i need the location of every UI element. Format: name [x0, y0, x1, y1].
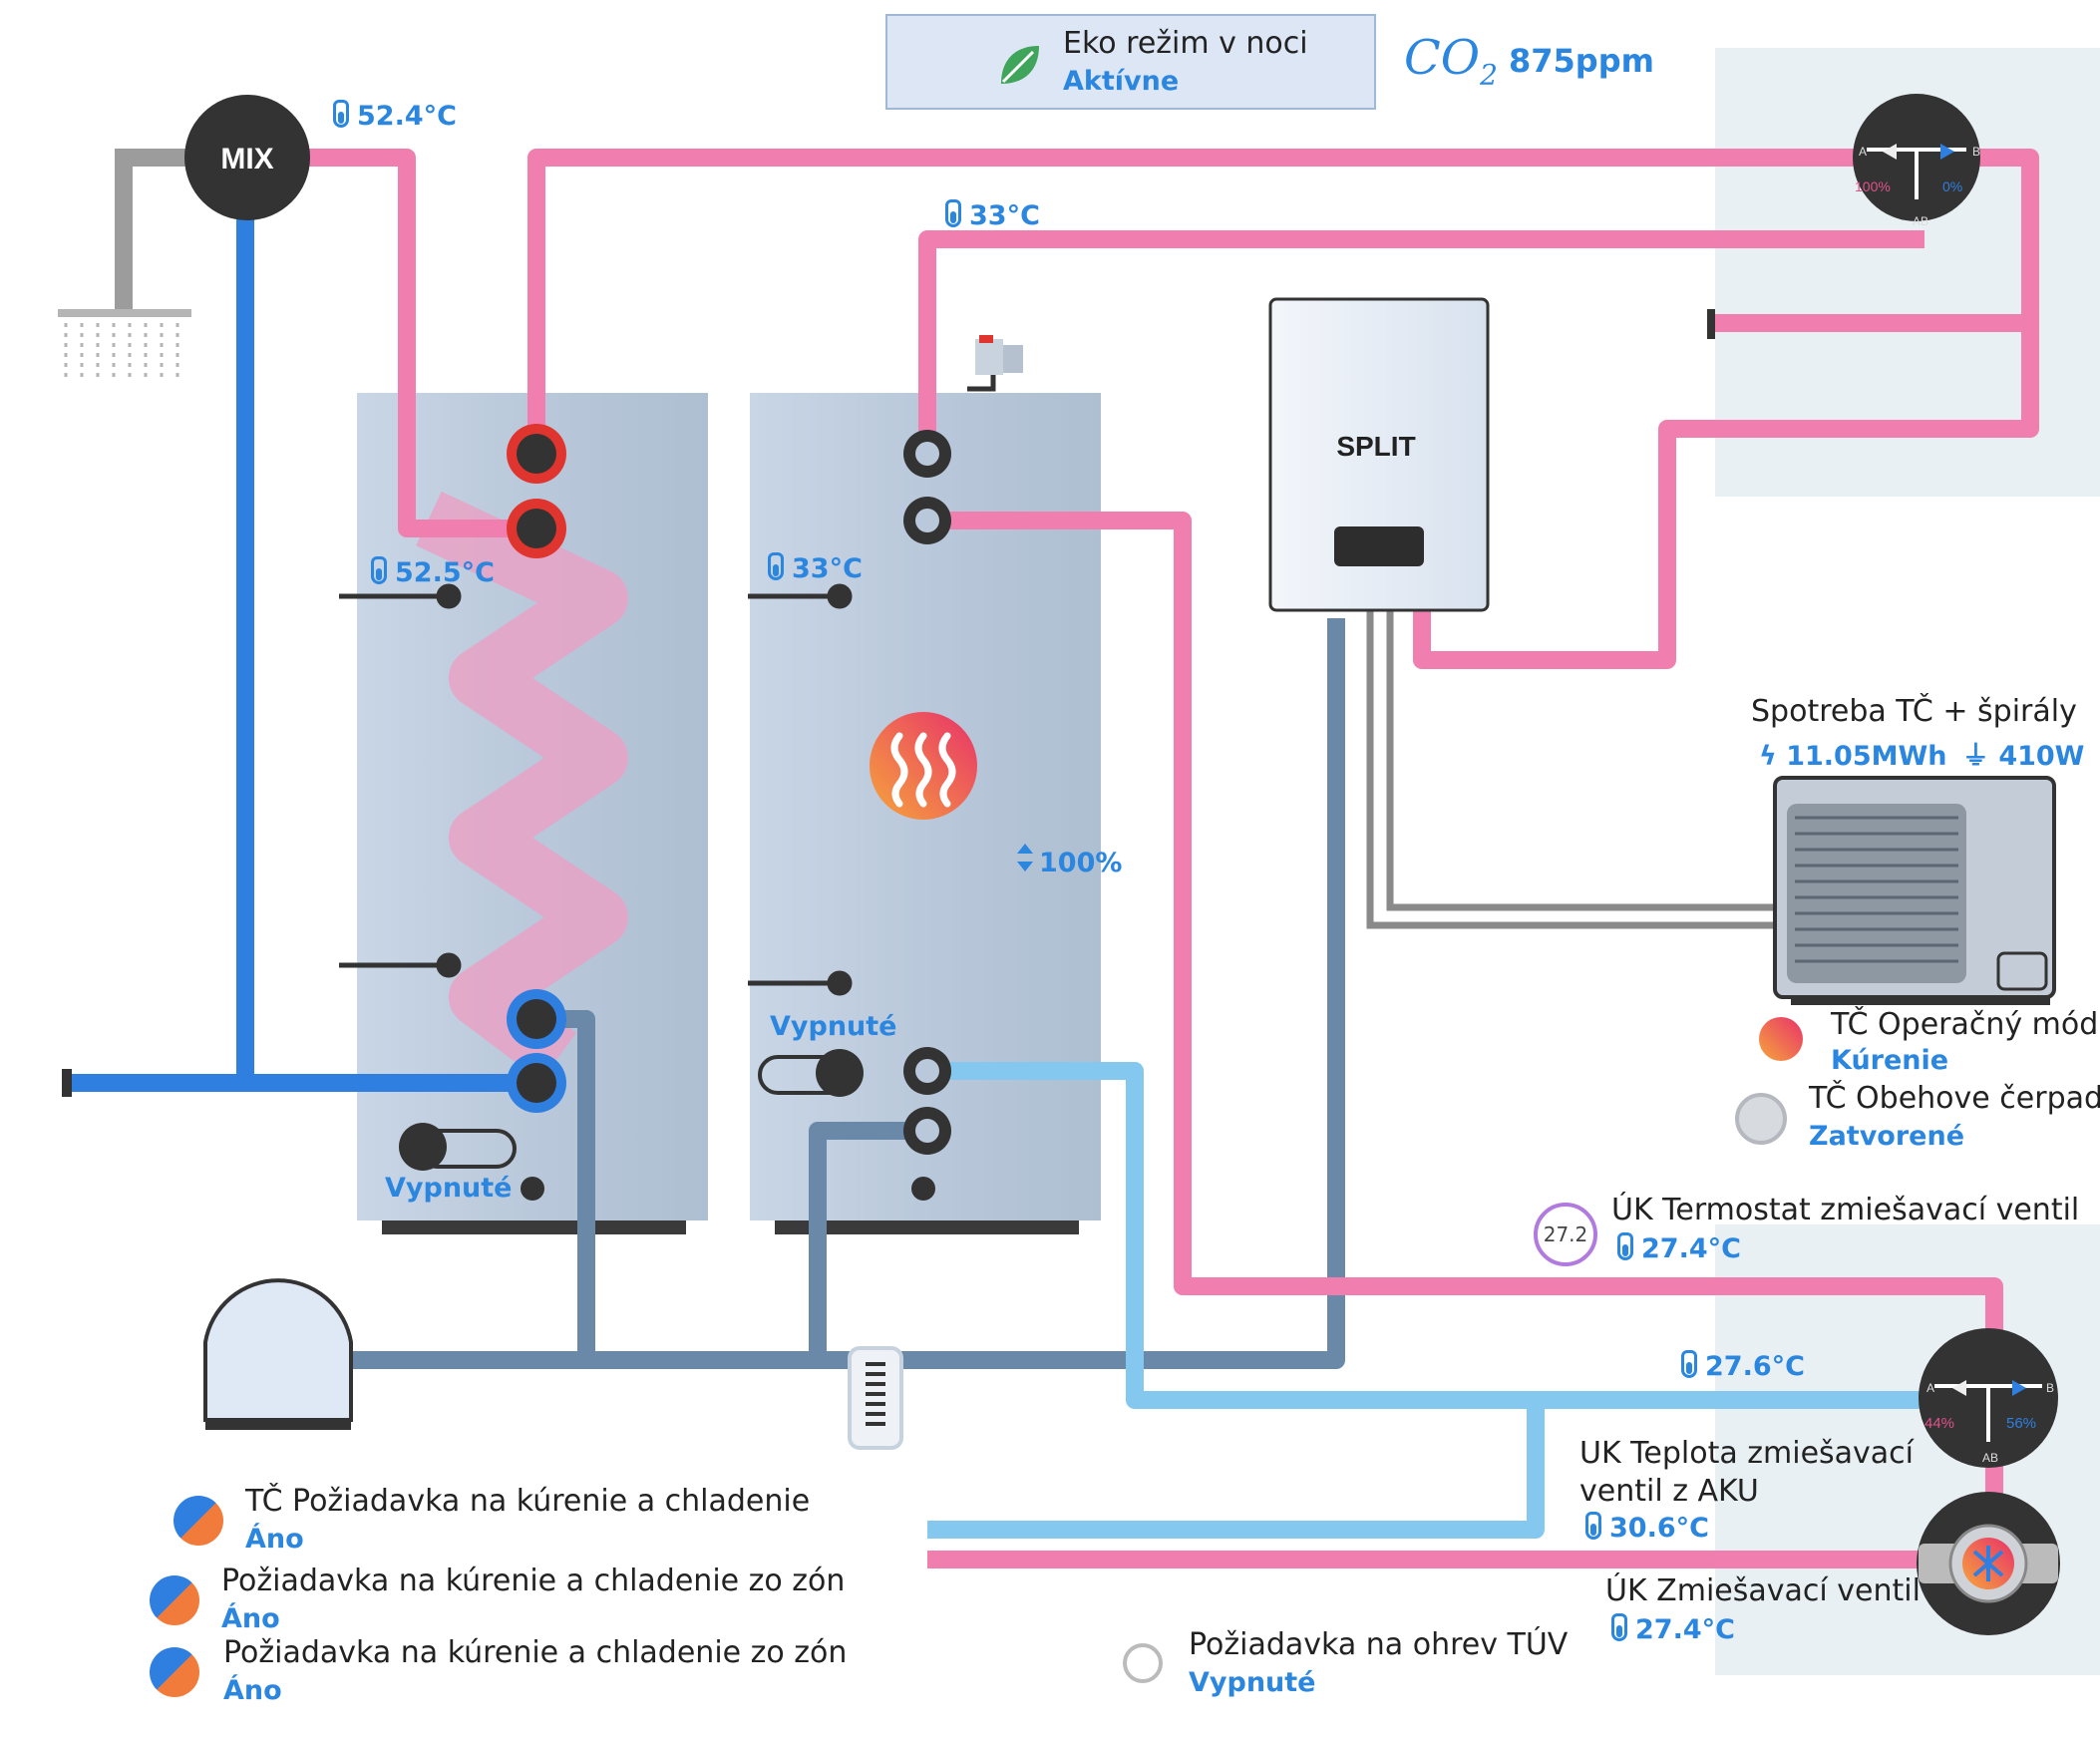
- split-indoor-unit[interactable]: [1268, 297, 1490, 612]
- request-1-value: Áno: [245, 1524, 304, 1555]
- uk-mix-valve-title: ÚK Zmiešavací ventil: [1605, 1573, 1921, 1608]
- hp-mode-title: TČ Operačný mód: [1831, 1007, 2099, 1042]
- tank-dhw-sensors: [339, 583, 462, 978]
- uk-supply-temp: 27.6°C: [1681, 1350, 1805, 1382]
- heat-cool-request-icon: [174, 1496, 223, 1546]
- co2-value: 875ppm: [1509, 42, 1654, 80]
- request-2-value: Áno: [221, 1603, 280, 1634]
- valve-bottom-ab: AB: [1982, 1451, 1998, 1465]
- tank-buffer-temp: 33°C: [768, 552, 863, 584]
- eco-mode-title: Eko režim v noci: [1063, 26, 1308, 61]
- thermostat-dial-value: 27.2: [1543, 1222, 1588, 1246]
- uk-temp-akumulator-title-1: UK Teplota zmiešavací: [1579, 1436, 1915, 1471]
- heating-return-pipes: [927, 1062, 1954, 1539]
- pipe-cap-right: [1707, 309, 1715, 339]
- hp-mode-value: Kúrenie: [1831, 1045, 1949, 1076]
- tuv-request-value: Vypnuté: [1189, 1667, 1316, 1698]
- tank-buffer-base: [775, 1220, 1079, 1234]
- heat-pump-outdoor-unit[interactable]: [1773, 776, 2056, 1005]
- plug-icon: ⏚: [1961, 741, 1989, 772]
- hp-pump-title: TČ Obehove čerpadlo: [1809, 1081, 2100, 1116]
- cold-water-pipes: [66, 199, 536, 1092]
- valve-top-ab: AB: [1913, 214, 1928, 228]
- tank-buffer-heater-icon: [758, 1049, 864, 1097]
- shower-head-icon: [58, 149, 199, 383]
- cold-inlet-cap: [62, 1069, 72, 1097]
- tank-buffer-sensors: [748, 583, 853, 996]
- bolt-icon: ϟ: [1759, 741, 1777, 772]
- valve-bottom-a-pct: 44%: [1925, 1415, 1954, 1432]
- thermostat-dial-icon[interactable]: 27.2: [1534, 1203, 1597, 1266]
- mix-out-temp: 52.4°C: [333, 100, 457, 132]
- valve-bottom-b-pct: 56%: [2006, 1415, 2036, 1432]
- request-3-title: Požiadavka na kúrenie a chladenie zo zón: [223, 1635, 848, 1670]
- consumption-title: Spotreba TČ + špirály: [1751, 694, 2077, 729]
- uk-temp-akumulator-value: 30.6°C: [1585, 1512, 1709, 1544]
- valve-top-b-pct: 0%: [1942, 178, 1962, 194]
- request-2-title: Požiadavka na kúrenie a chladenie zo zón: [221, 1564, 846, 1598]
- tank-dhw-heater-icon: [399, 1123, 517, 1171]
- tank-buffer-ports: [903, 430, 951, 1201]
- consumption-values: ϟ 11.05MWh ⏚ 410W: [1759, 741, 2085, 772]
- tank-dhw-base: [382, 1220, 686, 1234]
- filter-icon: [848, 1346, 903, 1450]
- hot-water-pipes: [299, 149, 2039, 1568]
- request-3-value: Áno: [223, 1675, 282, 1706]
- valve-bottom-b: B: [2046, 1381, 2054, 1395]
- eco-mode-status: Aktívne: [1063, 66, 1180, 97]
- uk-mix-valve-value: 27.4°C: [1611, 1613, 1735, 1645]
- split-lines: [1366, 610, 1775, 929]
- heating-icon: [870, 712, 977, 820]
- tank-buffer-level: 100%: [1039, 848, 1123, 878]
- safety-valve-icon: [967, 335, 1023, 392]
- expansion-vessel-icon: [203, 1278, 353, 1430]
- hp-pump-value: Zatvorené: [1809, 1121, 1965, 1152]
- dhw-coil: [416, 491, 628, 1081]
- split-label: SPLIT: [1336, 431, 1415, 462]
- hp-pump-icon: [1735, 1093, 1787, 1145]
- mix-valve[interactable]: [184, 95, 310, 220]
- zone-request-icon: [150, 1647, 199, 1697]
- power-icon[interactable]: [1123, 1643, 1163, 1683]
- tuv-request-title: Požiadavka na ohrev TÚV: [1189, 1627, 1569, 1662]
- tank-dhw-ports: [507, 424, 566, 1201]
- level-arrows-icon: [1017, 844, 1033, 871]
- buffer-top-temp: 33°C: [945, 199, 1040, 231]
- tank-dhw-temp: 52.5°C: [371, 556, 495, 588]
- thermostat-title: ÚK Termostat zmiešavací ventil: [1611, 1193, 2080, 1227]
- valve-top-b: B: [1972, 145, 1980, 159]
- uk-temp-akumulator-title-2: ventil z AKU: [1579, 1474, 1759, 1509]
- valve-top-a-pct: 100%: [1855, 178, 1891, 194]
- thermostat-value: 27.4°C: [1617, 1232, 1741, 1264]
- eco-mode-card[interactable]: [885, 14, 1376, 110]
- tank-dhw-heater-status: Vypnuté: [385, 1173, 513, 1204]
- mix-label: MIX: [220, 143, 273, 175]
- three-way-valve-bottom[interactable]: [1919, 1328, 2058, 1468]
- valve-bottom-a: A: [1926, 1381, 1934, 1395]
- leaf-icon: [993, 40, 1043, 90]
- three-way-valve-top[interactable]: [1853, 94, 1980, 221]
- tank-buffer-heater-status: Vypnuté: [770, 1011, 897, 1042]
- hp-mode-heating-icon: [1759, 1017, 1803, 1061]
- zone-request-icon: [150, 1575, 199, 1625]
- co2-label: CO2: [1404, 30, 1498, 92]
- request-1-title: TČ Požiadavka na kúrenie a chladenie: [245, 1484, 811, 1519]
- valve-top-a: A: [1859, 145, 1867, 159]
- circulation-pump-icon[interactable]: [1917, 1492, 2060, 1635]
